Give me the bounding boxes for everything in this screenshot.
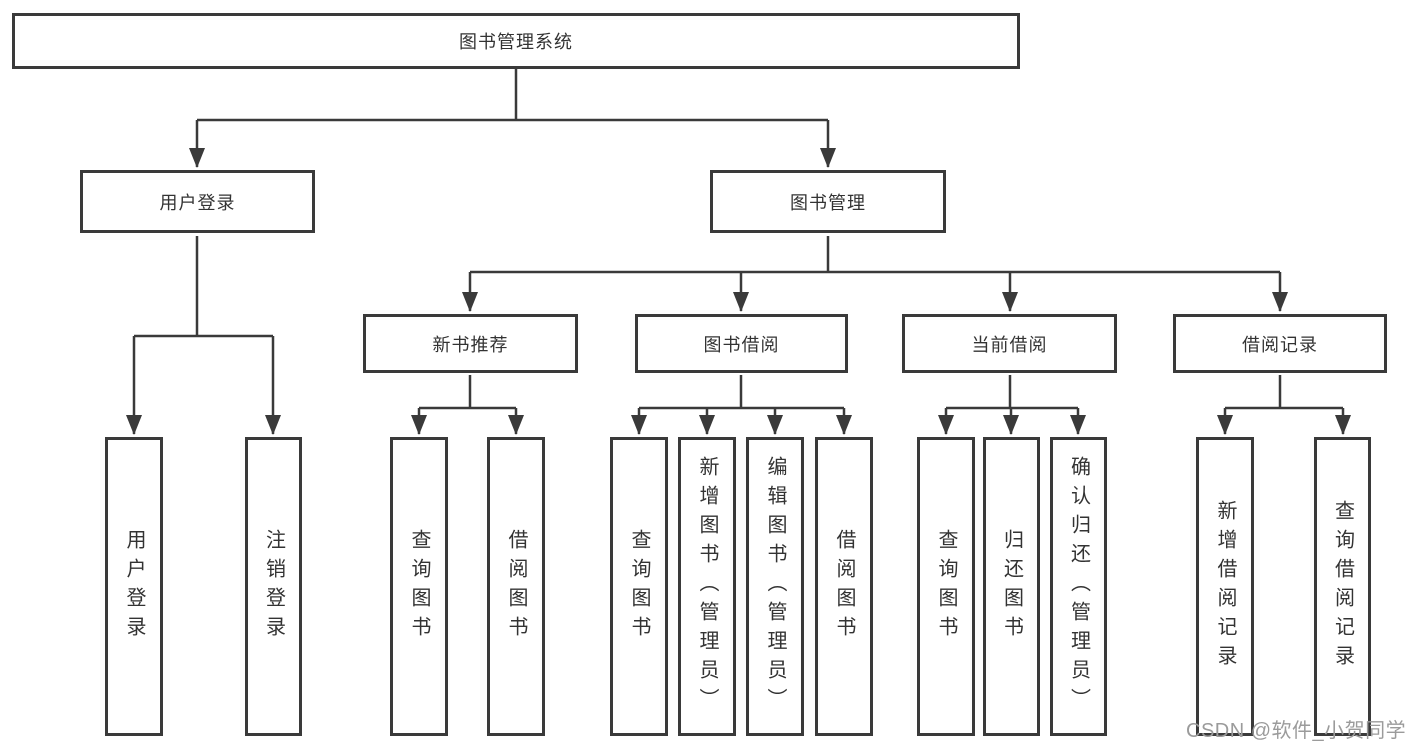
leaf-label: 用户登录: [123, 528, 145, 645]
node-user-login: 用户登录: [80, 170, 315, 233]
leaf-borrow-books: 借阅图书: [815, 437, 873, 736]
leaf-return-books: 归还图书: [983, 437, 1040, 736]
leaf-query-books-borrow: 查询图书: [610, 437, 668, 736]
leaf-borrow-books-recommend: 借阅图书: [487, 437, 545, 736]
leaf-label: 新增图书（管理员）: [696, 456, 718, 717]
leaf-label: 借阅图书: [505, 528, 527, 645]
node-new-book-recommend: 新书推荐: [363, 314, 578, 373]
leaf-label: 查询图书: [408, 528, 430, 645]
watermark: CSDN @软件_小贺同学: [1186, 720, 1405, 742]
leaf-add-books-admin: 新增图书（管理员）: [678, 437, 736, 736]
node-library-management-system: 图书管理系统: [12, 13, 1020, 69]
leaf-label: 编辑图书（管理员）: [764, 456, 786, 717]
node-borrow-records: 借阅记录: [1173, 314, 1387, 373]
node-book-borrow: 图书借阅: [635, 314, 848, 373]
leaf-label: 查询图书: [628, 528, 650, 645]
leaf-label: 查询借阅记录: [1331, 499, 1354, 674]
leaf-user-login: 用户登录: [105, 437, 163, 736]
leaf-label: 新增借阅记录: [1214, 499, 1236, 674]
leaf-label: 注销登录: [262, 528, 285, 645]
leaf-add-borrow-record: 新增借阅记录: [1196, 437, 1254, 736]
leaf-confirm-return-admin: 确认归还（管理员）: [1050, 437, 1107, 736]
leaf-query-books-current: 查询图书: [917, 437, 975, 736]
leaf-query-books-recommend: 查询图书: [390, 437, 448, 736]
node-book-management: 图书管理: [710, 170, 946, 233]
node-current-borrow: 当前借阅: [902, 314, 1117, 373]
leaf-label: 借阅图书: [833, 528, 855, 645]
leaf-logout: 注销登录: [245, 437, 302, 736]
leaf-label: 确认归还（管理员）: [1067, 456, 1090, 717]
leaf-edit-books-admin: 编辑图书（管理员）: [746, 437, 804, 736]
leaf-label: 归还图书: [1000, 528, 1023, 645]
leaf-label: 查询图书: [935, 528, 957, 645]
leaf-query-borrow-record: 查询借阅记录: [1314, 437, 1371, 736]
